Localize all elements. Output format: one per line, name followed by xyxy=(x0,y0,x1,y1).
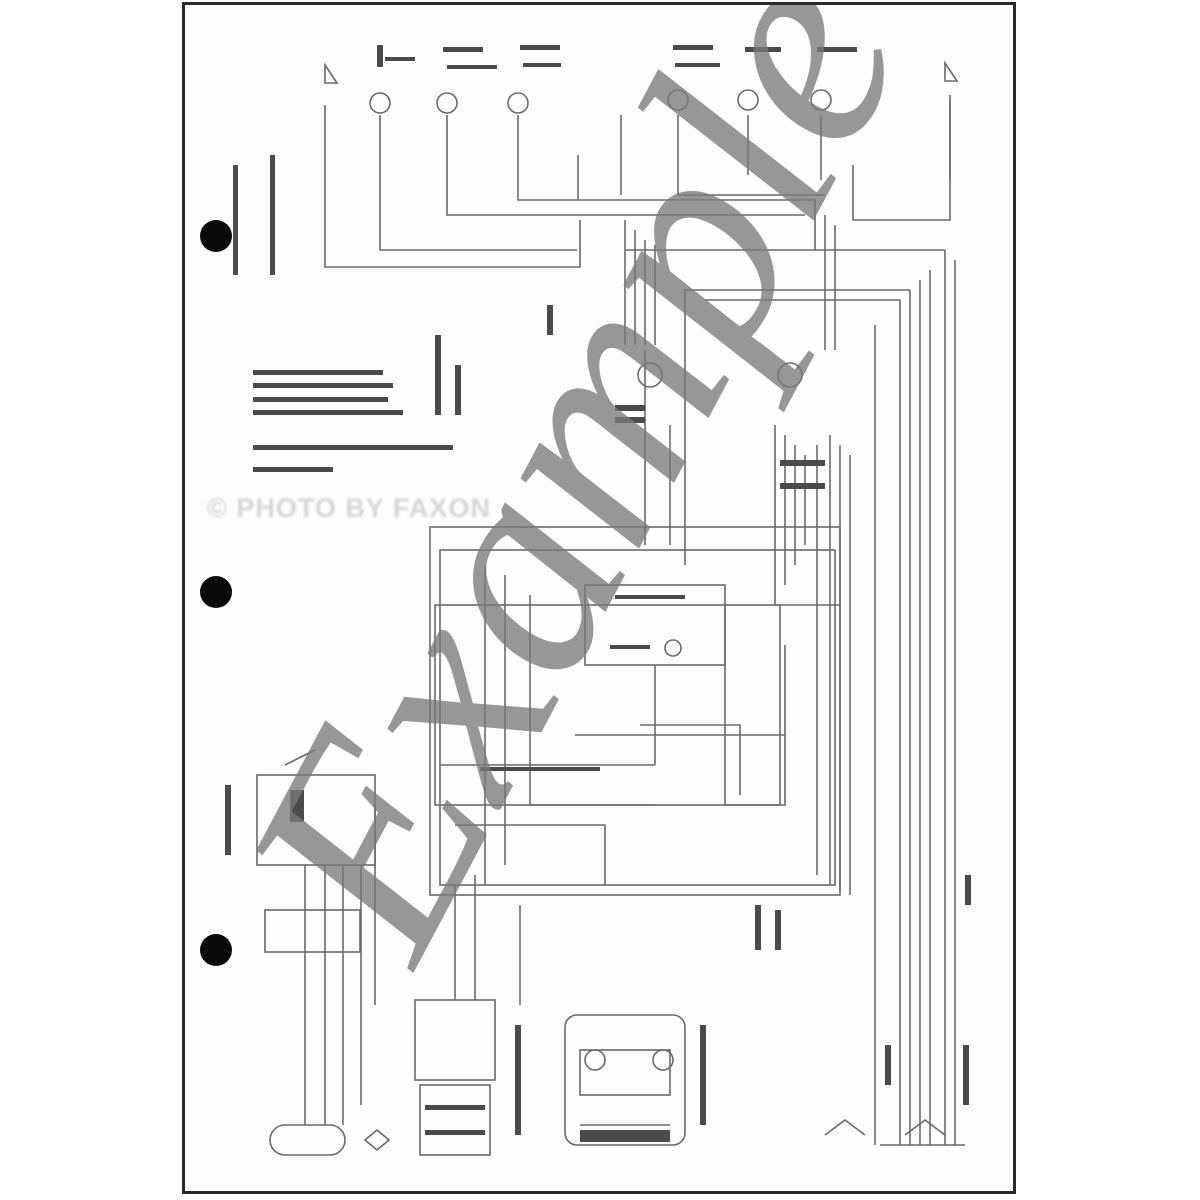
diagram-sheet: © PHOTO BY FAXON Example xyxy=(182,2,1016,1194)
example-watermark: Example xyxy=(185,5,966,1005)
example-watermark-text: Example xyxy=(185,5,966,1005)
wiring-diagram xyxy=(225,45,971,1156)
photo-credit-watermark: © PHOTO BY FAXON xyxy=(207,493,491,523)
punch-hole-bottom xyxy=(200,934,232,966)
top-connectors xyxy=(324,60,959,114)
punch-hole-middle xyxy=(200,576,232,608)
punch-hole-top xyxy=(200,220,232,252)
